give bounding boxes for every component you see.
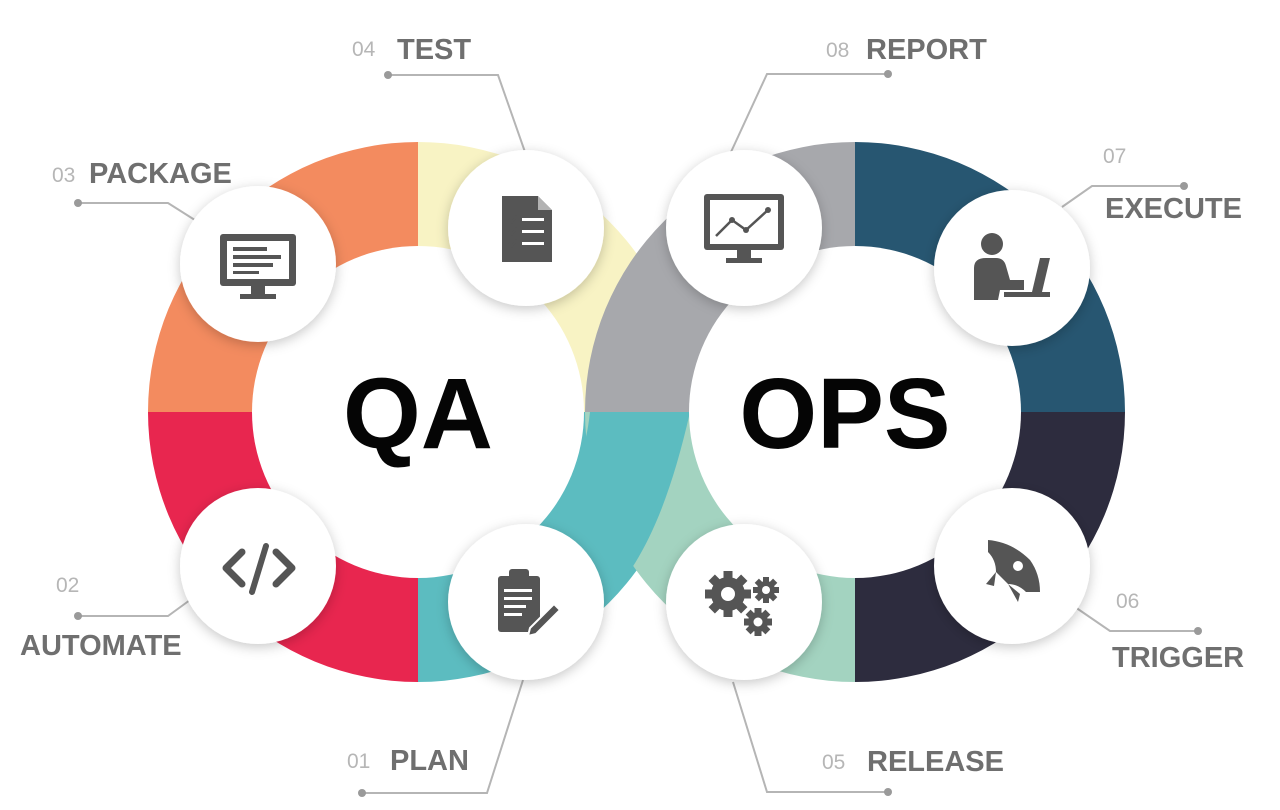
leader-dot-package bbox=[74, 199, 82, 207]
leader-line-trigger bbox=[1074, 606, 1198, 632]
leader-dot-automate bbox=[74, 612, 82, 620]
clipboard-pen-icon bbox=[498, 569, 562, 638]
step-label-execute: 07 EXECUTE bbox=[1103, 145, 1242, 225]
step-name: PLAN bbox=[390, 745, 469, 777]
leader-line-execute bbox=[1061, 185, 1184, 208]
checklist-document-icon bbox=[502, 196, 552, 262]
leader-dot-execute bbox=[1180, 182, 1188, 190]
leader-dot-test bbox=[384, 71, 392, 79]
step-bubble-plan bbox=[448, 524, 604, 680]
step-name: EXECUTE bbox=[1105, 193, 1242, 225]
step-label-automate: 02 AUTOMATE bbox=[20, 574, 182, 662]
step-bubble-test bbox=[448, 150, 604, 306]
step-name: AUTOMATE bbox=[20, 630, 182, 662]
person-laptop-icon bbox=[974, 233, 1050, 300]
step-bubble-release bbox=[666, 524, 822, 680]
leader-line-package bbox=[78, 202, 199, 223]
step-bubble-automate bbox=[180, 488, 336, 644]
rocket-icon bbox=[986, 540, 1040, 602]
step-label-plan: 01 PLAN bbox=[347, 745, 469, 777]
step-number: 07 bbox=[1103, 145, 1126, 168]
ops-hub-label: OPS bbox=[739, 358, 950, 470]
step-bubble-execute bbox=[934, 190, 1090, 346]
step-bubble-report bbox=[666, 150, 822, 306]
leader-line-automate bbox=[78, 599, 191, 617]
step-number: 05 bbox=[822, 751, 845, 774]
monitor-icon bbox=[220, 234, 296, 299]
step-label-test: 04 TEST bbox=[352, 34, 471, 66]
gears-icon bbox=[705, 571, 779, 636]
leader-line-test bbox=[388, 74, 526, 153]
leader-dot-report bbox=[884, 70, 892, 78]
step-number: 01 bbox=[347, 750, 370, 773]
step-name: PACKAGE bbox=[89, 158, 232, 190]
leader-dot-release bbox=[884, 788, 892, 796]
qa-hub bbox=[252, 246, 584, 578]
step-label-package: 03 PACKAGE bbox=[52, 158, 232, 190]
leader-line-release bbox=[732, 681, 888, 793]
step-bubble-trigger bbox=[934, 488, 1090, 644]
ops-hub bbox=[689, 246, 1021, 578]
step-name: REPORT bbox=[866, 34, 987, 66]
leader-dot-plan bbox=[358, 789, 366, 797]
step-label-report: 08 REPORT bbox=[826, 34, 987, 66]
step-label-trigger: 06 TRIGGER bbox=[1112, 590, 1244, 674]
step-name: RELEASE bbox=[867, 746, 1004, 778]
leader-line-report bbox=[730, 73, 888, 153]
step-number: 08 bbox=[826, 39, 849, 62]
code-brackets-icon bbox=[222, 543, 296, 595]
step-number: 03 bbox=[52, 164, 75, 187]
step-number: 02 bbox=[56, 574, 79, 597]
step-name: TRIGGER bbox=[1112, 642, 1244, 674]
qa-hub-label: QA bbox=[343, 358, 493, 470]
monitor-chart-icon bbox=[704, 194, 784, 263]
leader-line-plan bbox=[362, 679, 524, 794]
leader-lines bbox=[74, 70, 1202, 797]
leader-dot-trigger bbox=[1194, 627, 1202, 635]
step-bubble-package bbox=[180, 186, 336, 342]
step-number: 06 bbox=[1116, 590, 1139, 613]
step-name: TEST bbox=[397, 34, 471, 66]
step-number: 04 bbox=[352, 38, 376, 61]
step-label-release: 05 RELEASE bbox=[822, 746, 1004, 778]
